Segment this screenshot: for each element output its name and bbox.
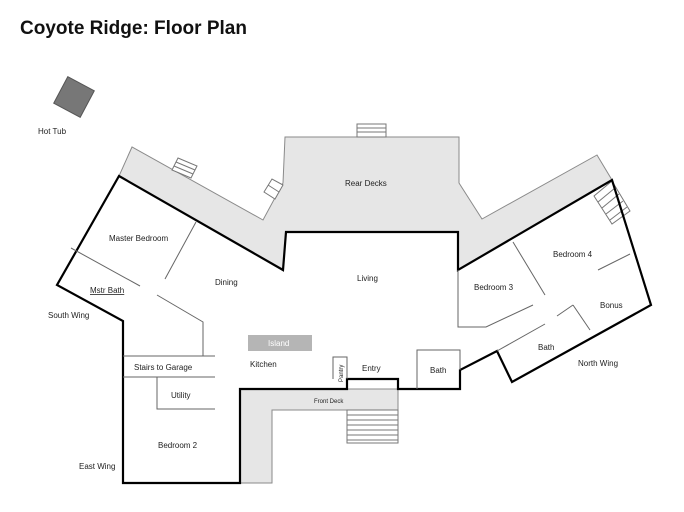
master-bedroom-label: Master Bedroom (109, 234, 168, 243)
rear-deck-area (118, 136, 613, 271)
mstr-bath-label: Mstr Bath (90, 286, 124, 295)
bonus-label: Bonus (600, 301, 623, 310)
rear-deck-stairs-top (356, 123, 387, 138)
rear-deck-stairs-center (263, 178, 284, 200)
floor-plan-title: Coyote Ridge: Floor Plan (20, 18, 247, 39)
rear-deck-stairs-left (171, 157, 198, 179)
island-label: Island (268, 339, 289, 348)
hot-tub-label: Hot Tub (38, 127, 67, 136)
entry-label: Entry (362, 364, 381, 373)
rear-decks-label: Rear Decks (345, 179, 387, 188)
hot-tub (53, 76, 95, 118)
kitchen-label: Kitchen (250, 360, 277, 369)
interior-walls (70, 221, 631, 410)
outer-walls (55, 174, 653, 485)
dining-label: Dining (215, 278, 238, 287)
kitchen-island (248, 335, 312, 351)
utility-label: Utility (171, 391, 191, 400)
bedroom3-label: Bedroom 3 (474, 283, 514, 292)
bath-north-label: Bath (538, 343, 554, 352)
stairs-to-garage-label: Stairs to Garage (134, 363, 193, 372)
bath-entry-label: Bath (430, 366, 446, 375)
north-wing-label: North Wing (578, 359, 618, 368)
front-deck-label: Front Deck (314, 399, 344, 405)
living-label: Living (357, 274, 378, 283)
pantry-label: Pantry (339, 365, 345, 382)
east-wing-label: East Wing (79, 462, 115, 471)
south-wing-label: South Wing (48, 311, 89, 320)
bedroom4-label: Bedroom 4 (553, 250, 593, 259)
front-deck-stairs (346, 409, 399, 444)
bedroom2-label: Bedroom 2 (158, 441, 198, 450)
